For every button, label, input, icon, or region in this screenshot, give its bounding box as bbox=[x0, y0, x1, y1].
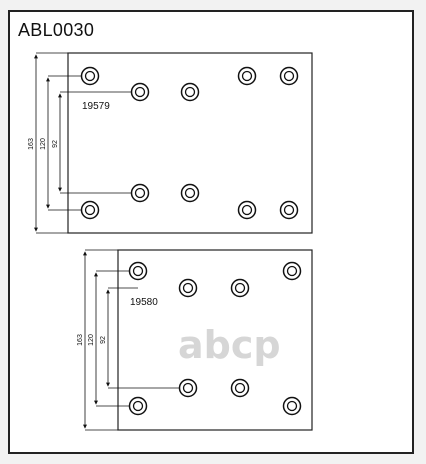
dimension-label-inner-holes: 92 bbox=[52, 140, 59, 148]
dimension-lines bbox=[34, 52, 140, 234]
rivet-hole bbox=[230, 278, 250, 298]
part-number-label: 19580 bbox=[130, 297, 158, 308]
pad-outline bbox=[67, 52, 313, 234]
rivet-hole bbox=[237, 200, 257, 220]
rivet-hole bbox=[128, 261, 148, 281]
pad-outline bbox=[117, 249, 313, 431]
watermark-logo: abcp bbox=[178, 323, 281, 367]
rivet-hole bbox=[128, 396, 148, 416]
dimension-label-outer-holes: 120 bbox=[88, 334, 95, 346]
rivet-holes bbox=[80, 66, 299, 220]
rivet-hole bbox=[282, 396, 302, 416]
brake-lining-19579: 163 120 92 19579 bbox=[28, 52, 313, 234]
rivet-hole bbox=[178, 378, 198, 398]
dimension-label-overall: 163 bbox=[28, 138, 35, 150]
rivet-hole bbox=[130, 82, 150, 102]
rivet-hole bbox=[180, 183, 200, 203]
brake-lining-19580: abcp 163 120 92 19580 bbox=[77, 249, 313, 431]
rivet-hole bbox=[237, 66, 257, 86]
rivet-hole bbox=[279, 200, 299, 220]
dimension-label-overall: 163 bbox=[77, 334, 84, 346]
rivet-hole bbox=[130, 183, 150, 203]
rivet-hole bbox=[80, 200, 100, 220]
part-number-label: 19579 bbox=[82, 101, 110, 112]
dimension-label-inner-holes: 92 bbox=[100, 336, 107, 344]
rivet-hole bbox=[230, 378, 250, 398]
rivet-hole bbox=[282, 261, 302, 281]
rivet-hole bbox=[80, 66, 100, 86]
rivet-hole bbox=[180, 82, 200, 102]
rivet-hole bbox=[279, 66, 299, 86]
drawing-title: ABL0030 bbox=[18, 20, 95, 40]
rivet-holes bbox=[128, 261, 302, 416]
dimension-label-outer-holes: 120 bbox=[40, 138, 47, 150]
rivet-hole bbox=[178, 278, 198, 298]
